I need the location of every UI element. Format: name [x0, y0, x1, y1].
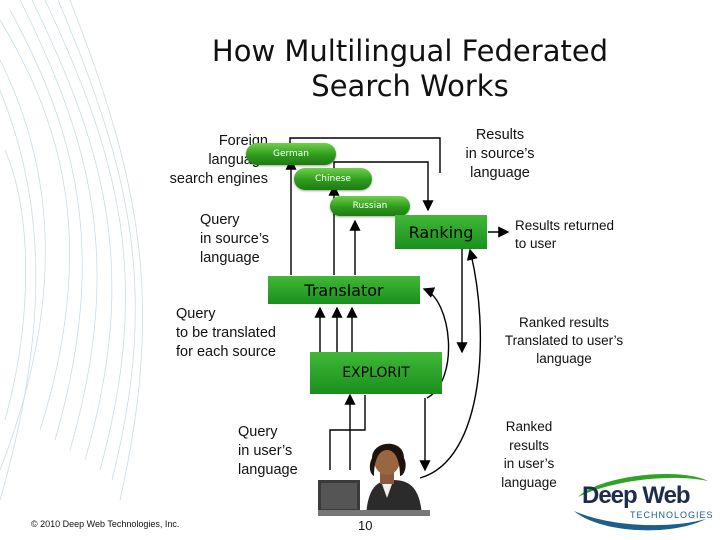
label-ranked-user: Ranked results in user’s language: [501, 419, 557, 490]
label-foreign-engines: Foreign language search engines: [169, 133, 268, 187]
label-query-translate: Query to be translated for each source: [176, 306, 276, 360]
explorit-box: EXPLORIT: [310, 352, 442, 394]
logo-swoosh-icon: [574, 474, 708, 531]
label-query-source: Query in source’s language: [200, 212, 270, 266]
label-ranked-translated: Ranked results Translated to user’s lang…: [504, 315, 624, 366]
ranking-box: Ranking: [395, 215, 487, 249]
company-logo: Deep Web TECHNOLOGIES: [570, 467, 713, 537]
engine-russian: Russian: [330, 196, 410, 216]
logo-subtitle: TECHNOLOGIES: [630, 510, 714, 520]
page-number: 10: [358, 518, 373, 533]
label-results-returned: Results returned to user: [515, 218, 615, 251]
label-results-source: Results in source’s language: [465, 127, 535, 181]
user-illustration: [318, 443, 430, 516]
engine-chinese: Chinese: [294, 168, 372, 190]
copyright-footer: © 2010 Deep Web Technologies, Inc.: [31, 519, 180, 529]
logo-name: Deep Web: [582, 482, 691, 509]
engine-german: German: [246, 143, 336, 165]
label-query-user: Query in user’s language: [238, 424, 298, 478]
slide-title: How Multilingual Federated Search Works: [211, 34, 609, 103]
translator-box: Translator: [268, 276, 420, 304]
